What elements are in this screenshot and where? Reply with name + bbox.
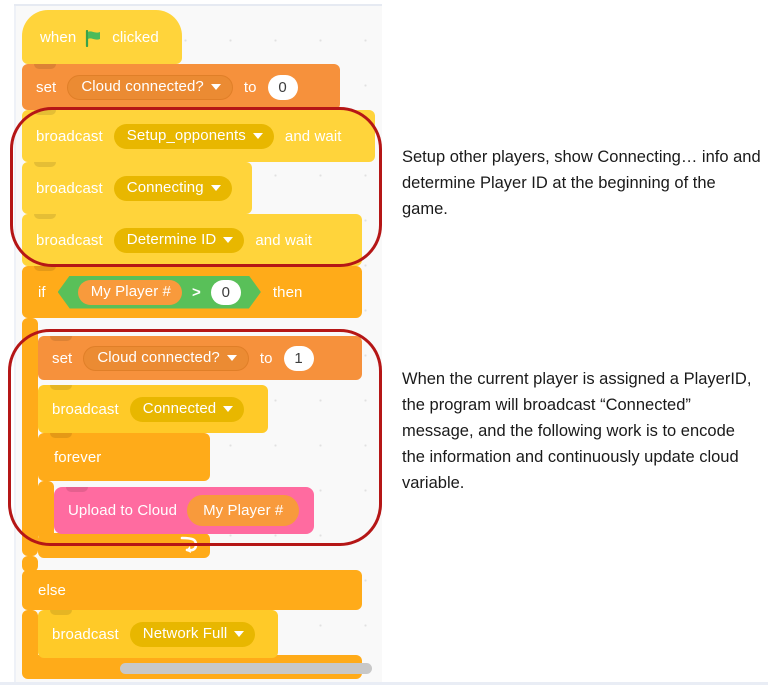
block-broadcast-determine-id-and-wait[interactable]: broadcast Determine ID and wait	[22, 214, 362, 266]
variable-dropdown-cloud-connected[interactable]: Cloud connected?	[67, 74, 233, 100]
variable-name: Cloud connected?	[97, 349, 220, 366]
block-else-bar[interactable]: else	[22, 570, 362, 610]
horizontal-scrollbar[interactable]	[120, 663, 372, 674]
if-label: if	[38, 283, 46, 301]
broadcast-label: broadcast	[52, 400, 119, 418]
block-broadcast-setup-opponents-and-wait[interactable]: broadcast Setup_opponents and wait	[22, 110, 375, 162]
block-broadcast-connecting[interactable]: broadcast Connecting	[22, 162, 252, 214]
set-label: set	[36, 78, 57, 96]
block-broadcast-network-full[interactable]: broadcast Network Full	[38, 610, 278, 658]
operand-input-right[interactable]: 0	[211, 280, 241, 305]
variable-name: My Player #	[90, 283, 171, 300]
block-if-then-header[interactable]: if My Player # > 0 then	[22, 266, 362, 318]
block-broadcast-connected[interactable]: broadcast Connected	[38, 385, 268, 433]
broadcast-label: broadcast	[36, 127, 103, 145]
to-label: to	[243, 78, 257, 96]
boolean-greater-than[interactable]: My Player # > 0	[58, 276, 261, 309]
message-dropdown-setup-opponents[interactable]: Setup_opponents	[113, 123, 274, 149]
message-dropdown-connecting[interactable]: Connecting	[113, 175, 232, 201]
chevron-down-icon	[226, 354, 237, 361]
message-name: Connecting	[126, 179, 204, 196]
block-set-cloud-connected-0[interactable]: set Cloud connected? to 0	[22, 64, 340, 110]
chevron-down-icon	[252, 132, 263, 139]
block-upload-to-cloud[interactable]: Upload to Cloud My Player #	[54, 487, 314, 534]
message-dropdown-determine-id[interactable]: Determine ID	[113, 227, 245, 253]
chevron-down-icon	[234, 630, 245, 637]
to-label: to	[259, 349, 273, 367]
message-name: Network Full	[142, 625, 228, 642]
and-wait-label: and wait	[284, 127, 342, 145]
message-dropdown-network-full[interactable]: Network Full	[129, 621, 256, 647]
canvas-top-border	[14, 4, 382, 6]
chevron-down-icon	[223, 405, 234, 412]
annotation-text-connected: When the current player is assigned a Pl…	[402, 370, 752, 493]
message-name: Determine ID	[126, 231, 217, 248]
if-block-left-spine	[22, 318, 38, 556]
loop-arrow-icon	[178, 534, 200, 556]
chevron-down-icon	[223, 236, 234, 243]
clicked-label: clicked	[112, 28, 159, 46]
variable-dropdown-cloud-connected[interactable]: Cloud connected?	[83, 345, 249, 371]
message-name: Setup_opponents	[126, 127, 246, 144]
chevron-down-icon	[210, 184, 221, 191]
figure-bottom-border	[0, 682, 768, 685]
value-input-0[interactable]: 0	[267, 74, 298, 100]
if-block-mid-connector	[22, 556, 38, 572]
variable-my-player-number[interactable]: My Player #	[78, 280, 182, 305]
set-label: set	[52, 349, 73, 367]
operator-symbol: >	[192, 283, 201, 301]
chevron-down-icon	[210, 83, 221, 90]
else-left-spine	[22, 610, 38, 662]
argument-value: My Player #	[203, 502, 284, 519]
broadcast-label: broadcast	[36, 231, 103, 249]
value-input-1[interactable]: 1	[283, 345, 314, 371]
argument-my-player-number[interactable]: My Player #	[187, 495, 300, 526]
forever-label: forever	[54, 448, 102, 466]
broadcast-label: broadcast	[36, 179, 103, 197]
upload-to-cloud-label: Upload to Cloud	[68, 502, 178, 519]
block-when-flag-clicked[interactable]: when clicked	[22, 10, 182, 64]
then-label: then	[272, 283, 303, 301]
block-forever-header[interactable]: forever	[38, 433, 210, 481]
annotation-text-setup: Setup other players, show Connecting… in…	[402, 148, 761, 219]
green-flag-icon	[85, 29, 103, 47]
message-name: Connected	[142, 400, 217, 417]
message-dropdown-connected[interactable]: Connected	[129, 396, 245, 422]
forever-left-spine	[38, 481, 54, 541]
variable-name: Cloud connected?	[81, 78, 204, 95]
else-label: else	[38, 581, 66, 599]
broadcast-label: broadcast	[52, 625, 119, 643]
block-set-cloud-connected-1[interactable]: set Cloud connected? to 1	[38, 336, 362, 380]
when-label: when	[40, 28, 77, 46]
and-wait-label: and wait	[255, 231, 313, 249]
canvas-left-border	[14, 4, 16, 682]
